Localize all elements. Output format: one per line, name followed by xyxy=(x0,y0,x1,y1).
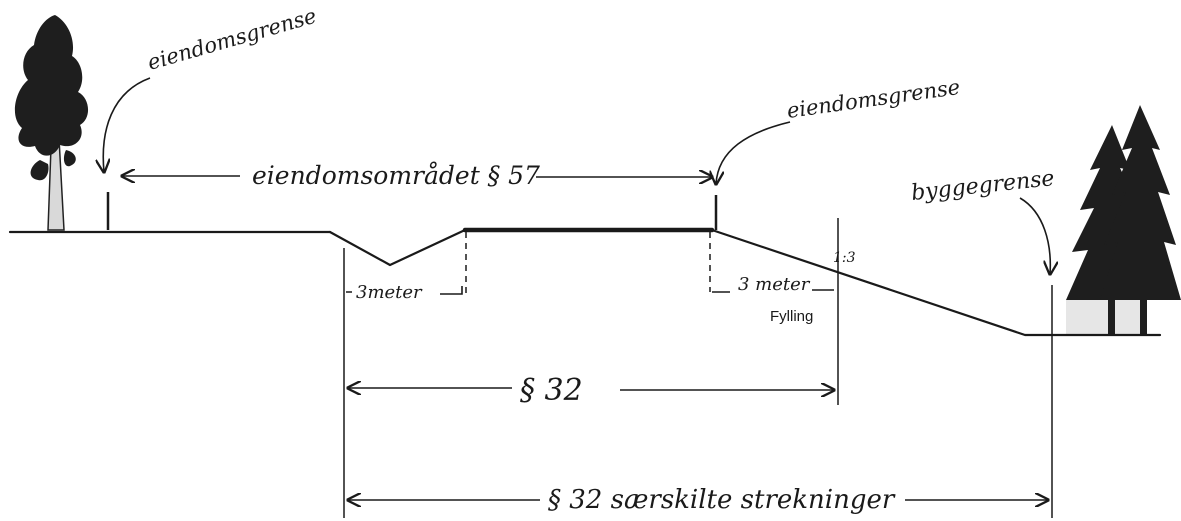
boundary-label-left: eiendomsgrense xyxy=(145,4,319,75)
property-area-label: eiendomsområdet § 57 xyxy=(252,161,540,190)
tree-left-icon xyxy=(14,15,89,231)
fill-label: Fylling xyxy=(770,308,813,325)
fill-width-label: 3 meter xyxy=(738,274,811,295)
fill-slope xyxy=(710,228,1162,337)
fill-dimension xyxy=(712,289,834,293)
slope-ratio-label: 1:3 xyxy=(833,250,856,266)
ditch-dimension xyxy=(346,286,463,295)
ditch-width-label: 3meter xyxy=(356,282,423,303)
boundary-right-pointer xyxy=(716,121,791,184)
section-32-special-label: § 32 særskilte strekninger xyxy=(548,485,896,515)
boundary-label-right: eiendomsgrense xyxy=(785,75,961,123)
ditch-profile xyxy=(328,228,467,267)
building-line-pointer xyxy=(1019,197,1050,274)
trees-right-icon xyxy=(1066,105,1181,336)
section-32-label: § 32 xyxy=(520,373,583,408)
boundary-left-pointer xyxy=(103,77,151,172)
building-line-label: byggegrense xyxy=(910,166,1056,206)
